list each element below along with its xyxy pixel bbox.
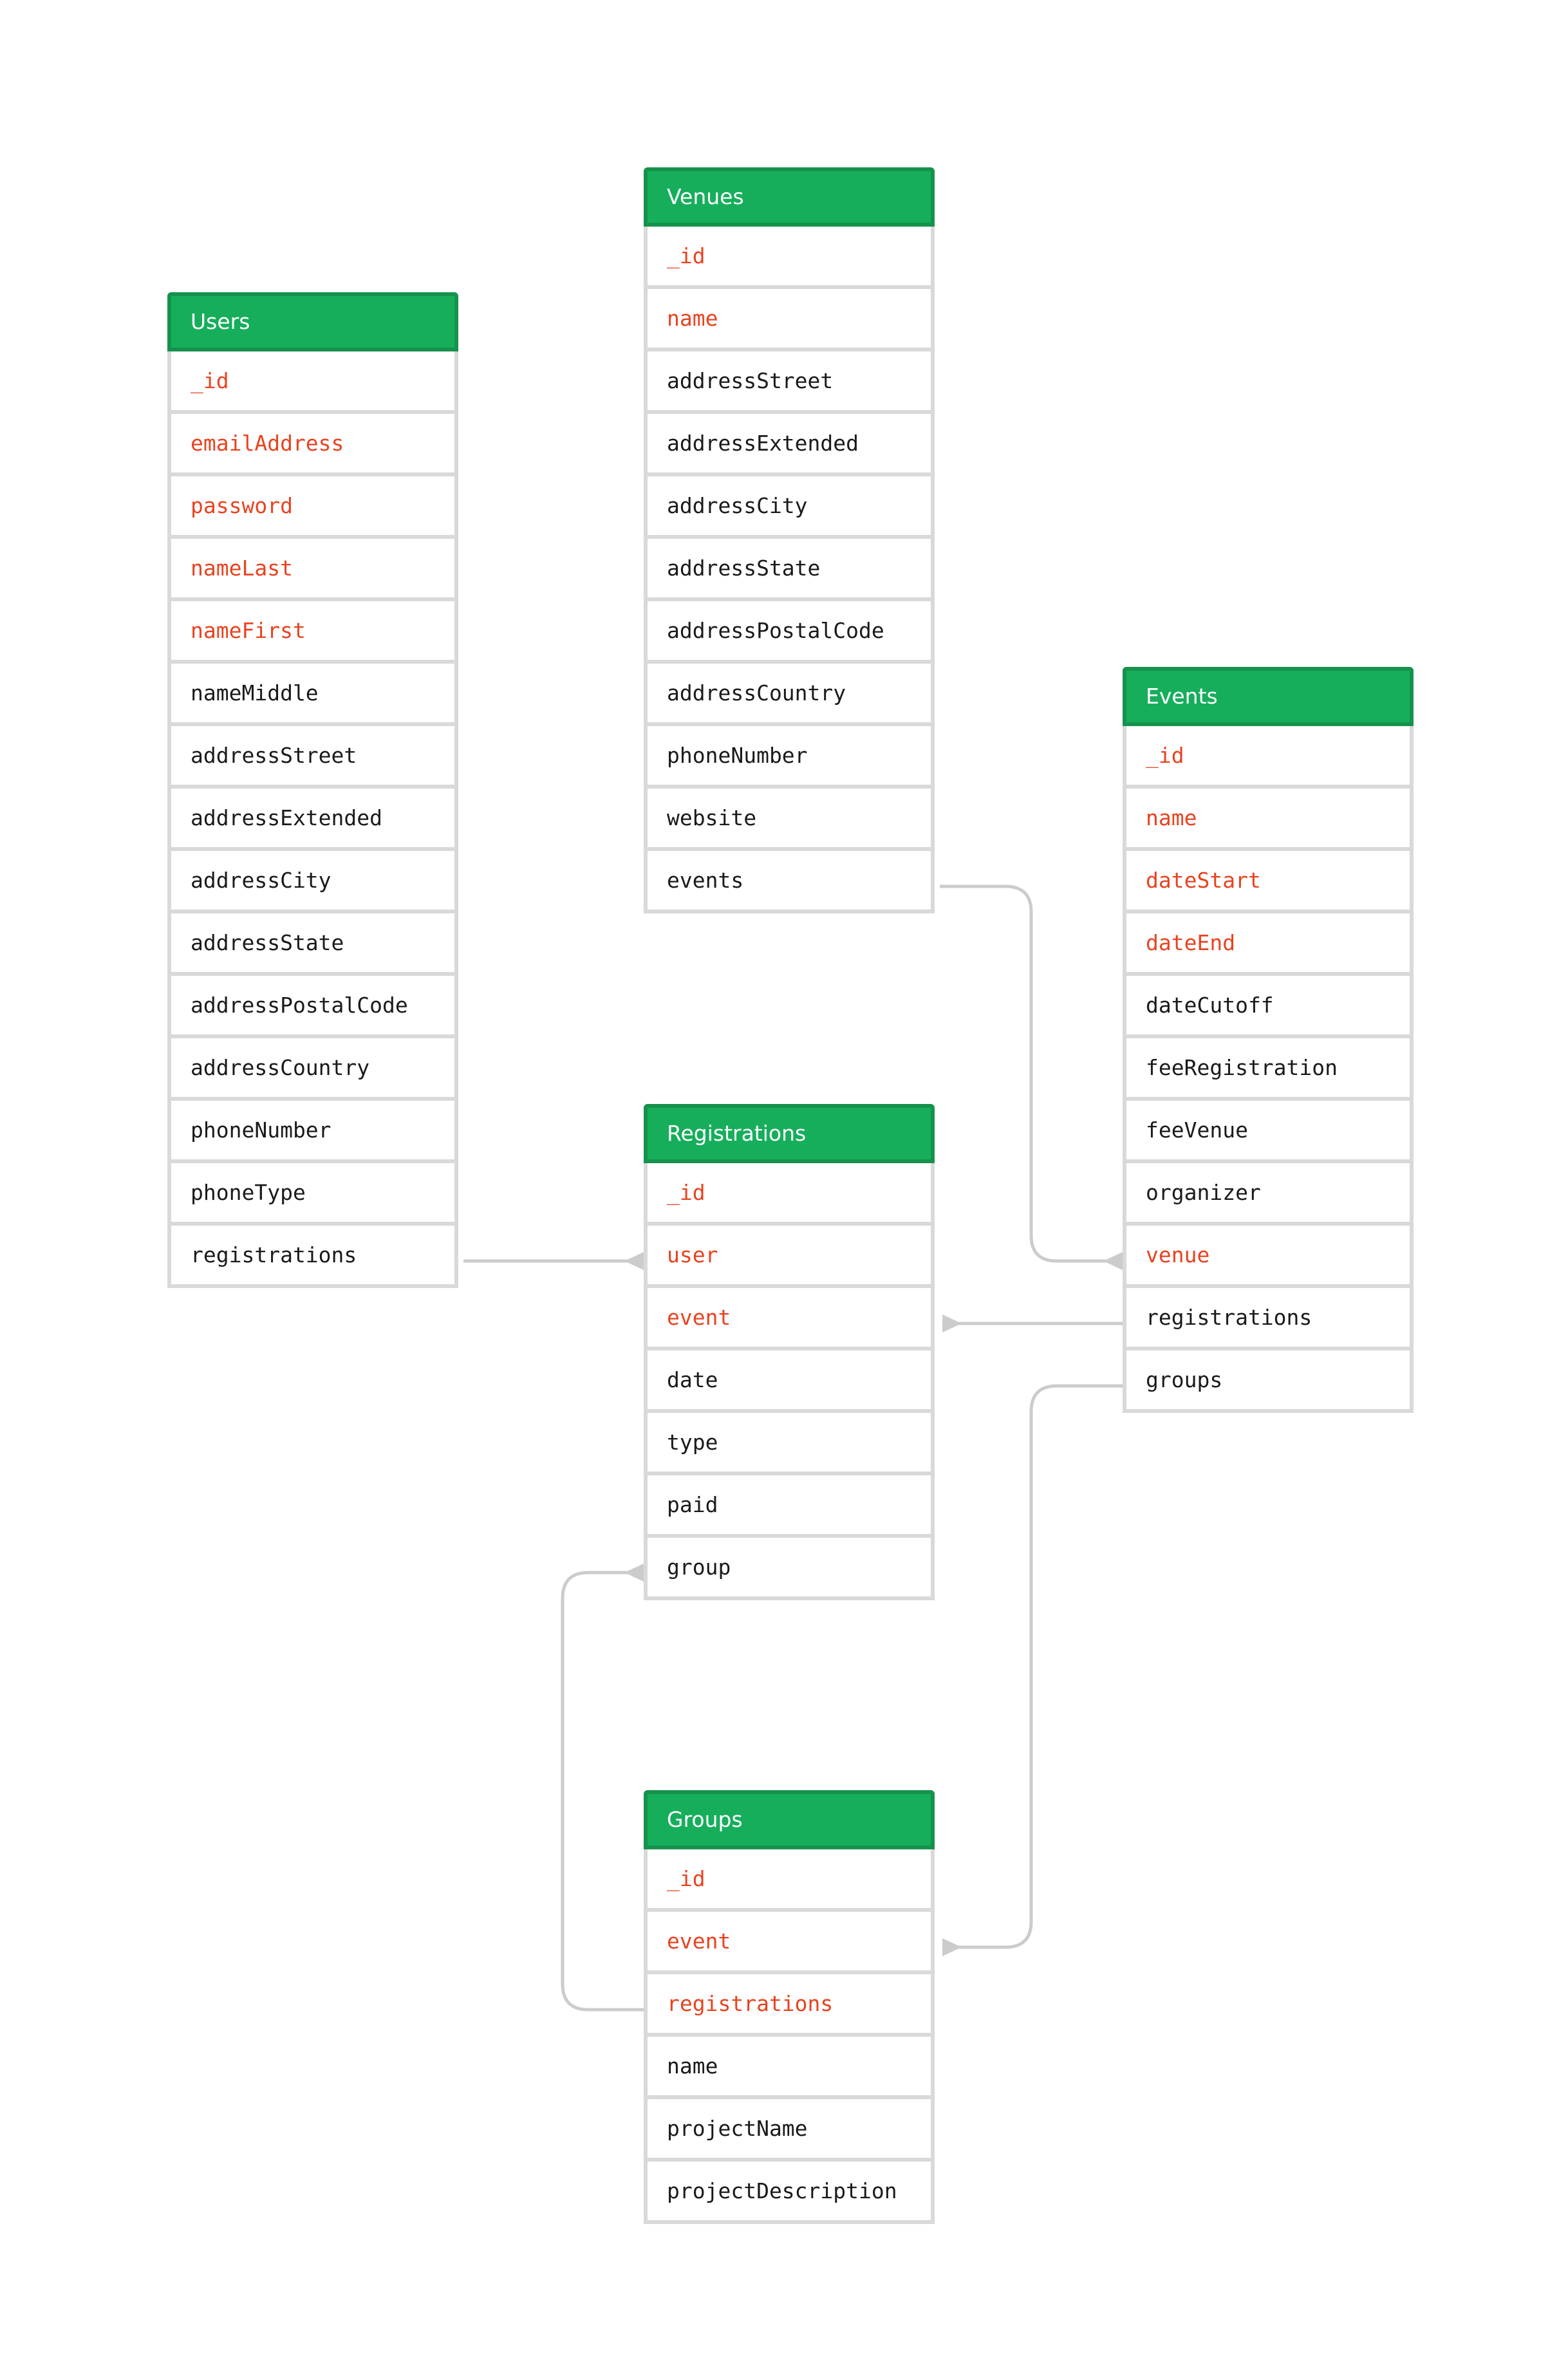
field-venues-addresspostalcode: addressPostalCode: [644, 601, 935, 664]
field-users-registrations: registrations: [167, 1226, 458, 1288]
field-registrations-date: date: [644, 1351, 935, 1413]
field-events-groups: groups: [1123, 1351, 1414, 1413]
field-users-addresscity: addressCity: [167, 851, 458, 913]
entity-header-users: Users: [167, 292, 458, 351]
field-users-password: password: [167, 476, 458, 539]
field-events-organizer: organizer: [1123, 1163, 1414, 1226]
field-groups-event: event: [644, 1912, 935, 1974]
field-registrations-paid: paid: [644, 1475, 935, 1538]
connector-groups-registrations: [561, 1571, 644, 2012]
field-users-addresspostalcode: addressPostalCode: [167, 976, 458, 1038]
field-events-venue: venue: [1123, 1226, 1414, 1288]
field-events-feevenue: feeVenue: [1123, 1101, 1414, 1163]
field-users-addressstreet: addressStreet: [167, 726, 458, 789]
field-registrations-user: user: [644, 1226, 935, 1288]
field-users-emailaddress: emailAddress: [167, 414, 458, 476]
entity-header-venues: Venues: [644, 167, 935, 227]
field-events-datecutoff: dateCutoff: [1123, 976, 1414, 1038]
connector-end-arrow-registrations-user: [624, 1252, 644, 1270]
field-groups-projectname: projectName: [644, 2099, 935, 2162]
field-venues-addresscity: addressCity: [644, 476, 935, 539]
field-groups-projectdescription: projectDescription: [644, 2162, 935, 2224]
field-registrations-type: type: [644, 1413, 935, 1475]
field-users-namefirst: nameFirst: [167, 601, 458, 664]
connector-events-groups: [957, 1384, 1123, 1949]
field-groups-registrations: registrations: [644, 1974, 935, 2037]
field-venues-addressstreet: addressStreet: [644, 351, 935, 414]
field-users-phonetype: phoneType: [167, 1163, 458, 1226]
field-registrations-id: _id: [644, 1163, 935, 1226]
field-events-registrations: registrations: [1123, 1288, 1414, 1351]
field-events-name: name: [1123, 789, 1414, 851]
field-venues-website: website: [644, 789, 935, 851]
connector-end-arrow-events-venue: [1103, 1252, 1123, 1270]
field-events-feeregistration: feeRegistration: [1123, 1038, 1414, 1101]
field-groups-name: name: [644, 2037, 935, 2099]
field-venues-events: events: [644, 851, 935, 913]
field-registrations-event: event: [644, 1288, 935, 1351]
entity-header-events: Events: [1123, 667, 1414, 726]
field-users-id: _id: [167, 351, 458, 414]
field-registrations-group: group: [644, 1538, 935, 1600]
field-venues-addressstate: addressState: [644, 539, 935, 601]
field-users-addresscountry: addressCountry: [167, 1038, 458, 1101]
field-venues-addressextended: addressExtended: [644, 414, 935, 476]
connector-venues-events: [940, 884, 1108, 1263]
field-events-dateend: dateEnd: [1123, 913, 1414, 976]
field-events-datestart: dateStart: [1123, 851, 1414, 913]
connector-end-arrow-registrations-group: [624, 1564, 644, 1582]
entity-header-registrations: Registrations: [644, 1104, 935, 1163]
field-venues-phonenumber: phoneNumber: [644, 726, 935, 789]
field-venues-name: name: [644, 289, 935, 351]
entity-header-groups: Groups: [644, 1790, 935, 1849]
field-users-phonenumber: phoneNumber: [167, 1101, 458, 1163]
field-venues-id: _id: [644, 227, 935, 289]
field-users-namemiddle: nameMiddle: [167, 664, 458, 726]
field-events-id: _id: [1123, 726, 1414, 789]
connector-end-arrow-registrations-event: [942, 1314, 962, 1332]
field-venues-addresscountry: addressCountry: [644, 664, 935, 726]
field-users-namelast: nameLast: [167, 539, 458, 601]
connector-end-arrow-groups-event: [942, 1938, 962, 1956]
field-users-addressstate: addressState: [167, 913, 458, 976]
field-users-addressextended: addressExtended: [167, 789, 458, 851]
field-groups-id: _id: [644, 1849, 935, 1912]
